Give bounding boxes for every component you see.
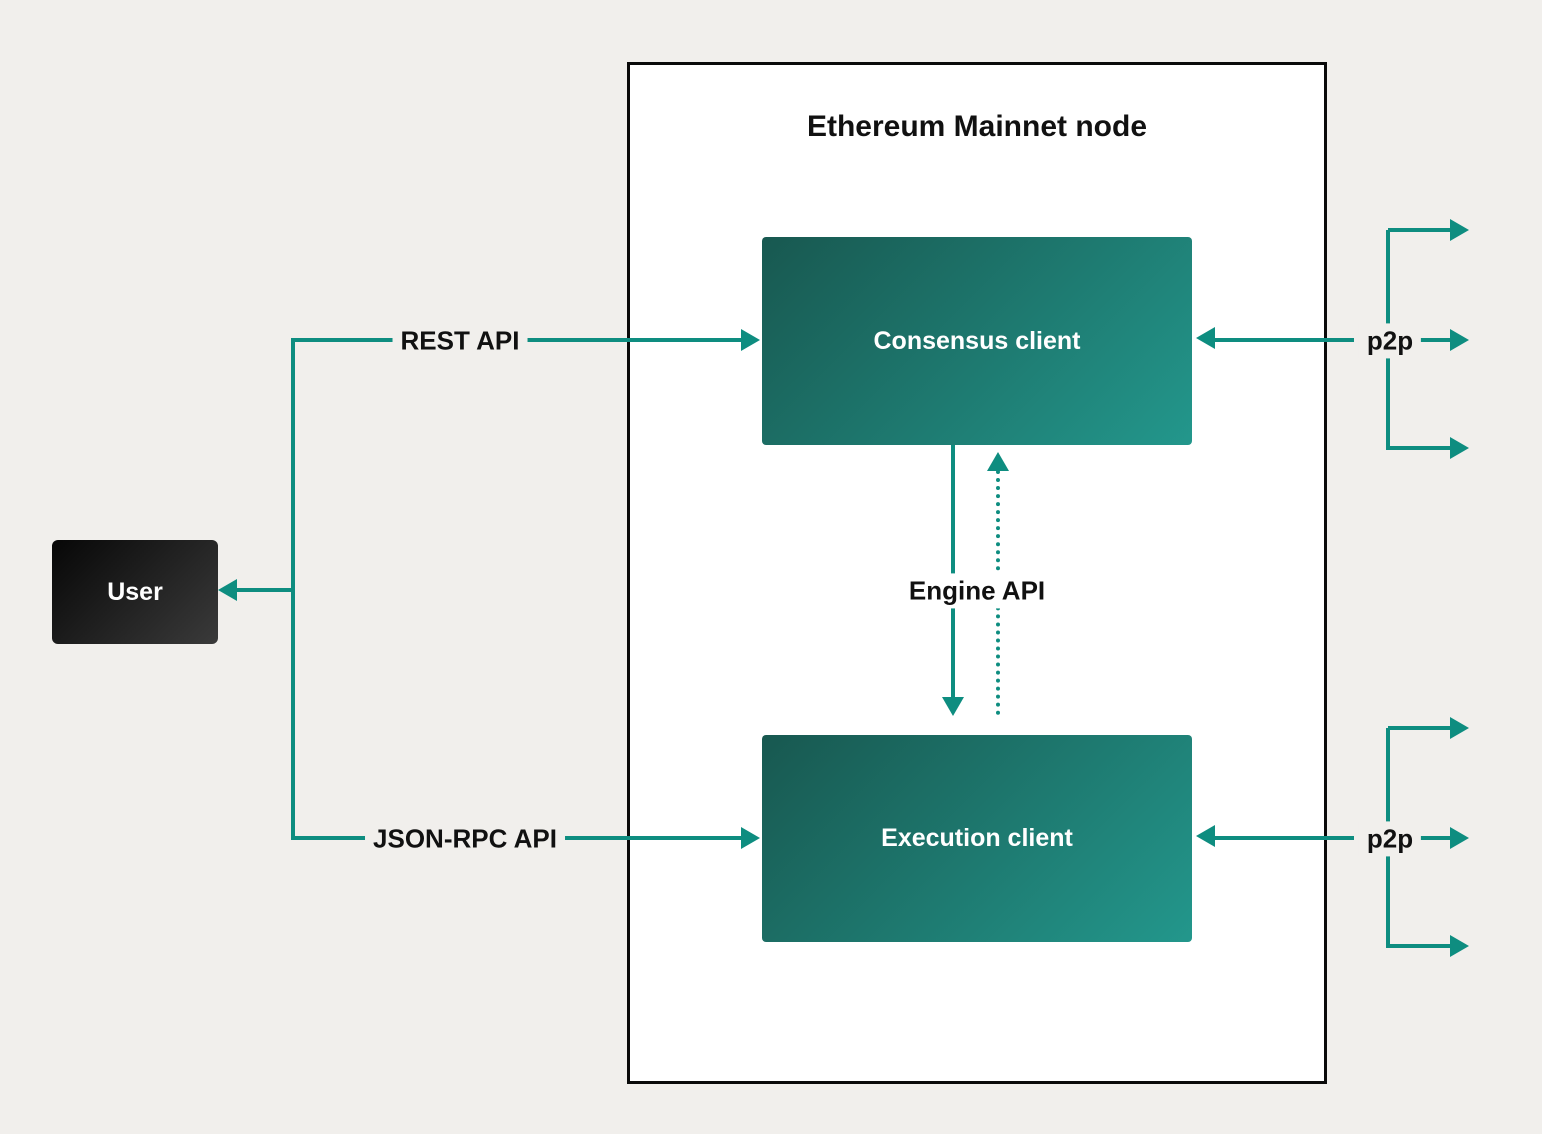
p2p-bottom-fork-line-1	[1388, 726, 1450, 730]
p2p-bottom-fork-arrowhead-2-icon	[1450, 827, 1469, 849]
execution-client-label: Execution client	[881, 824, 1073, 852]
p2p-top-fork-line-3	[1388, 446, 1450, 450]
p2p-top-fork-line-1	[1388, 228, 1450, 232]
user-node: User	[52, 540, 218, 644]
p2p-bottom-label: p2p	[1358, 821, 1422, 857]
rest-api-label: REST API	[392, 323, 528, 359]
execution-client-node: Execution client	[762, 735, 1192, 942]
p2p-bottom-arrowhead-icon	[1196, 825, 1215, 847]
p2p-top-arrowhead-icon	[1196, 327, 1215, 349]
p2p-bottom-fork-arrowhead-1-icon	[1450, 717, 1469, 739]
rest-api-arrowhead-icon	[741, 329, 760, 351]
engine-api-up-arrowhead-icon	[987, 452, 1009, 471]
engine-api-label: Engine API	[900, 573, 1054, 609]
p2p-top-label: p2p	[1358, 323, 1422, 359]
p2p-top-fork-arrowhead-3-icon	[1450, 437, 1469, 459]
user-label: User	[107, 577, 163, 606]
json-rpc-label: JSON-RPC API	[365, 821, 565, 857]
consensus-client-node: Consensus client	[762, 237, 1192, 445]
p2p-bottom-edge-line	[1214, 836, 1354, 840]
json-rpc-arrowhead-icon	[741, 827, 760, 849]
user-edge-vertical-line	[291, 338, 295, 840]
engine-api-down-arrowhead-icon	[942, 697, 964, 716]
engine-api-down-line	[951, 445, 955, 697]
p2p-top-fork-arrowhead-2-icon	[1450, 329, 1469, 351]
consensus-client-label: Consensus client	[873, 326, 1081, 355]
p2p-top-edge-line	[1214, 338, 1354, 342]
p2p-bottom-fork-line-3	[1388, 944, 1450, 948]
p2p-top-fork-arrowhead-1-icon	[1450, 219, 1469, 241]
user-arrowhead-icon	[218, 579, 237, 601]
p2p-bottom-fork-arrowhead-3-icon	[1450, 935, 1469, 957]
node-title: Ethereum Mainnet node	[806, 110, 1148, 143]
user-edge-line	[236, 588, 293, 592]
